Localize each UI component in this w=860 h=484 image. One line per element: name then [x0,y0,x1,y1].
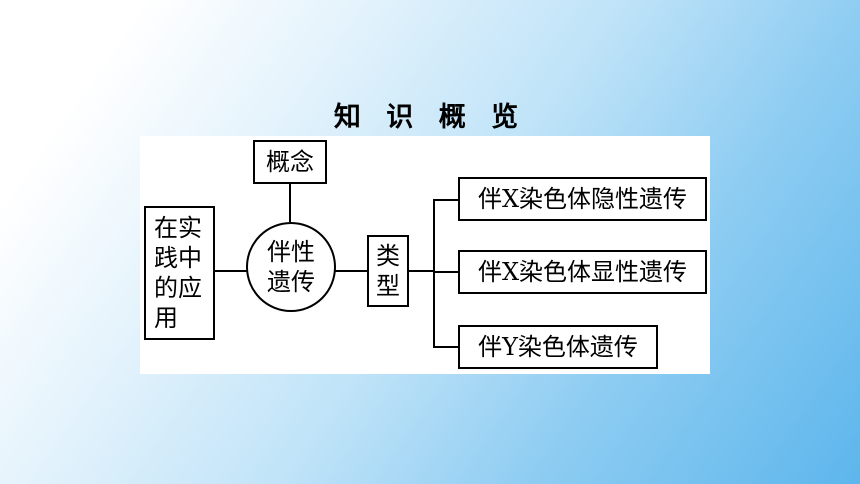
concept-label: 概念 [266,148,314,176]
branch-type-2 [433,271,459,273]
practice-line-4: 用 [154,304,178,332]
page-title: 知 识 概 览 [333,102,527,133]
practice-line-1: 在实 [154,214,202,242]
center-node: 伴性 遗传 [246,222,336,312]
practice-box: 在实 践中 的应 用 [144,206,215,340]
branch-vertical [433,199,435,348]
types-label-line-2: 型 [376,272,400,300]
branch-type-1 [433,199,459,201]
types-label-line-1: 类 [376,242,400,270]
types-label-box: 类 型 [367,235,409,307]
type-label-1: 伴X染色体隐性遗传 [477,185,688,213]
connector-center-types [334,270,368,272]
connector-concept-center [289,182,291,222]
type-box-2: 伴X染色体显性遗传 [458,250,707,294]
center-line-1: 伴性 [267,238,315,266]
type-box-3: 伴Y染色体遗传 [458,325,658,369]
type-box-1: 伴X染色体隐性遗传 [458,177,707,221]
branch-type-3 [433,346,459,348]
connector-types-branch [407,270,433,272]
connector-practice-center [214,270,248,272]
center-line-2: 遗传 [267,268,315,296]
practice-line-3: 的应 [154,274,202,302]
practice-line-2: 践中 [154,244,202,272]
diagram-panel: 概念 在实 践中 的应 用 伴性 遗传 类 型 伴X染色体隐性遗传 伴X染色体显… [140,136,710,374]
concept-box: 概念 [253,140,327,184]
type-label-3: 伴Y染色体遗传 [478,333,638,361]
type-label-2: 伴X染色体显性遗传 [477,258,688,286]
